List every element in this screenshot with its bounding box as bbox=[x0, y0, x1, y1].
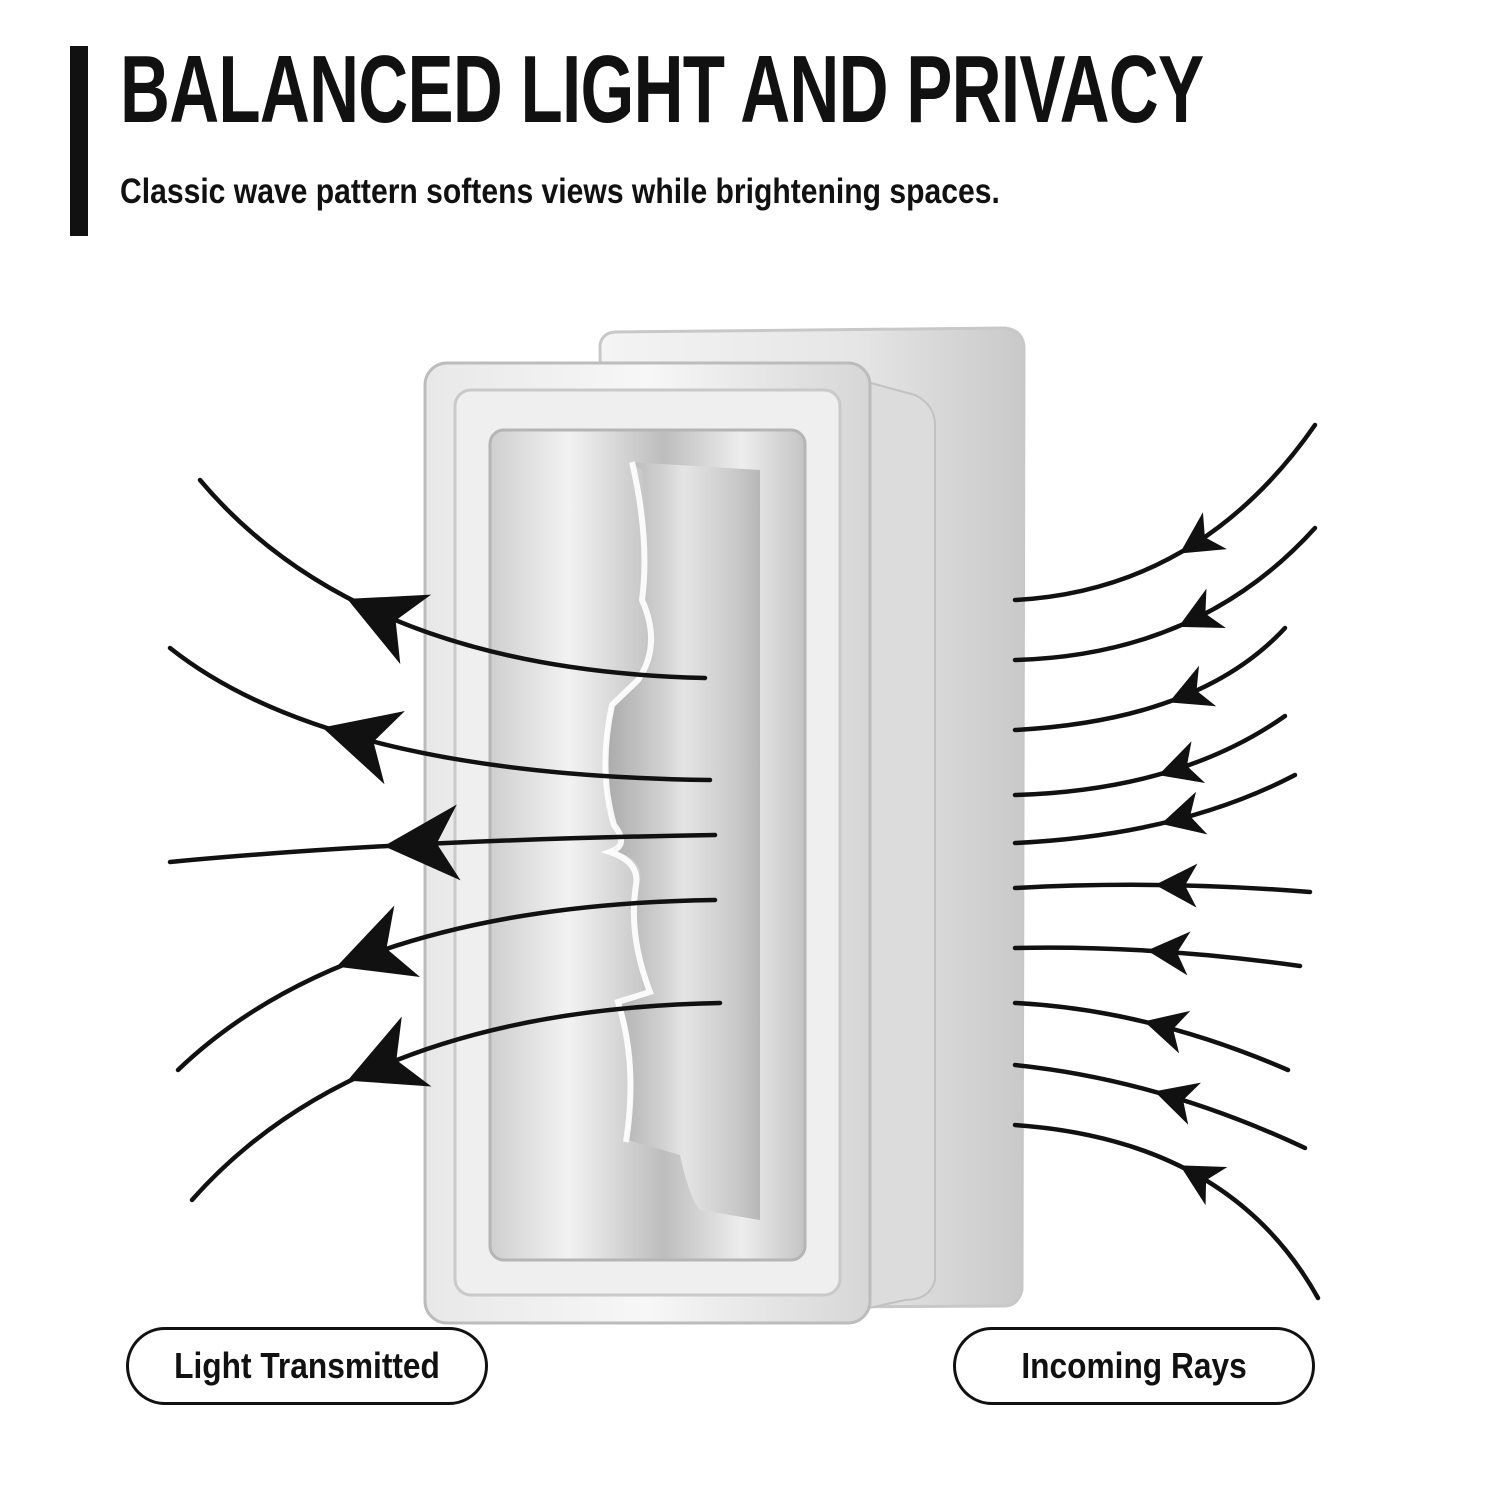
incoming-ray-3 bbox=[1012, 625, 1288, 733]
arrow-icon bbox=[347, 594, 432, 665]
arrow-icon bbox=[1155, 863, 1198, 908]
light-transmitted-text: Light Transmitted bbox=[174, 1345, 440, 1386]
transmitted-ray-1 bbox=[197, 477, 708, 681]
transmitted-ray-2 bbox=[167, 645, 713, 783]
transmitted-ray-4 bbox=[175, 897, 718, 1073]
arrow-icon bbox=[1147, 931, 1191, 976]
arrow-icon bbox=[1154, 1082, 1201, 1125]
arrow-icon bbox=[383, 804, 461, 881]
incoming-rays-label: Incoming Rays bbox=[953, 1327, 1315, 1405]
arrow-icon bbox=[1161, 791, 1208, 835]
arrow-icon bbox=[1168, 665, 1217, 707]
arrow-icon bbox=[336, 905, 421, 977]
arrow-icon bbox=[347, 1016, 432, 1087]
arrow-icon bbox=[1179, 512, 1227, 554]
arrow-icon bbox=[322, 711, 405, 785]
light-transmitted-label: Light Transmitted bbox=[126, 1327, 488, 1405]
incoming-rays-text: Incoming Rays bbox=[1021, 1345, 1247, 1386]
glass-block-icon bbox=[423, 326, 1026, 1325]
arrow-icon bbox=[1144, 1010, 1191, 1054]
accent-bar bbox=[70, 46, 88, 236]
page-title: BALANCED LIGHT AND PRIVACY bbox=[120, 36, 1204, 143]
wave-pattern bbox=[606, 462, 760, 1220]
arrow-icon bbox=[1180, 1165, 1228, 1206]
arrow-icon bbox=[1178, 588, 1226, 629]
arrow-icon bbox=[1158, 741, 1206, 784]
incoming-ray-8 bbox=[1012, 1000, 1291, 1073]
incoming-ray-5 bbox=[1012, 772, 1298, 846]
page-subtitle: Classic wave pattern softens views while… bbox=[120, 172, 1000, 211]
block-side-edge bbox=[859, 378, 936, 1312]
transmitted-ray-5 bbox=[189, 1000, 723, 1203]
incoming-ray-9 bbox=[1012, 1062, 1308, 1151]
incoming-ray-10 bbox=[1012, 1122, 1321, 1301]
